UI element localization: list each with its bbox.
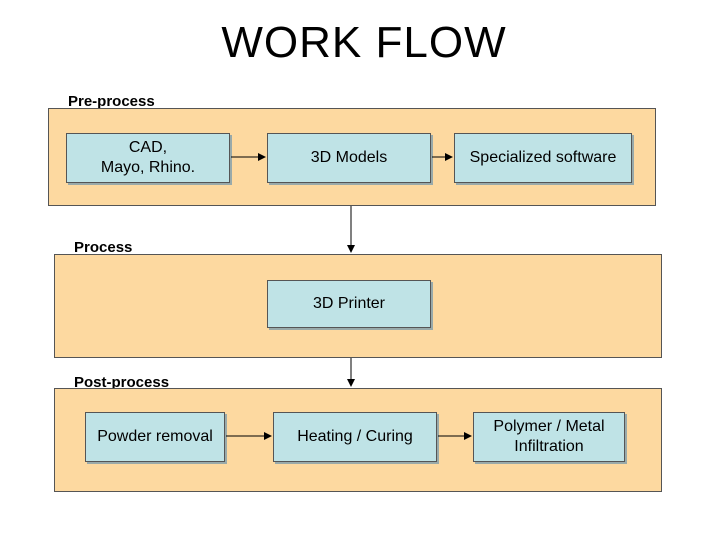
node-3d-models: 3D Models [267, 133, 431, 183]
node-powder-removal: Powder removal [85, 412, 225, 462]
node-heating-curing: Heating / Curing [273, 412, 437, 462]
node-cad: CAD, Mayo, Rhino. [66, 133, 230, 183]
section-label-preprocess: Pre-process [68, 93, 155, 110]
node-polymer-metal-infiltration: Polymer / Metal Infiltration [473, 412, 625, 462]
node-3d-printer: 3D Printer [267, 280, 431, 328]
section-label-postprocess: Post-process [74, 374, 170, 391]
node-specialized-software: Specialized software [454, 133, 632, 183]
page-title: WORK FLOW [221, 18, 507, 67]
section-label-process: Process [74, 239, 133, 256]
